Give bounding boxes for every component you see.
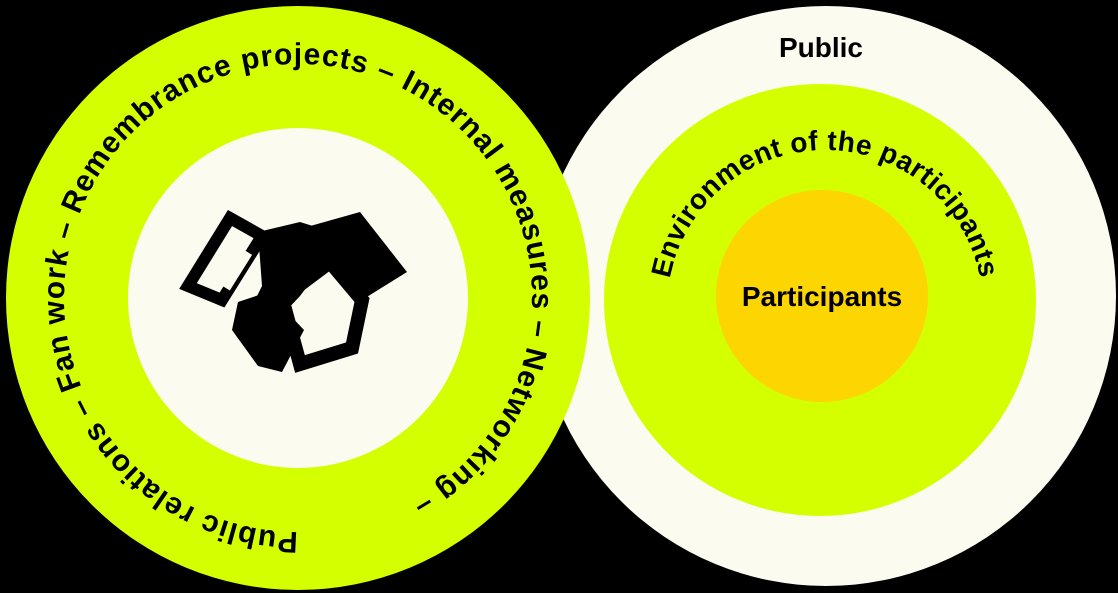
right-diagram: Public Environment of the participants P… (536, 6, 1116, 586)
participants-label: Participants (742, 281, 902, 312)
handshake-icon (179, 209, 407, 373)
participants-circle (716, 190, 928, 402)
left-diagram: Public relations – Fan work – Remembranc… (6, 6, 590, 590)
public-label: Public (779, 32, 863, 63)
